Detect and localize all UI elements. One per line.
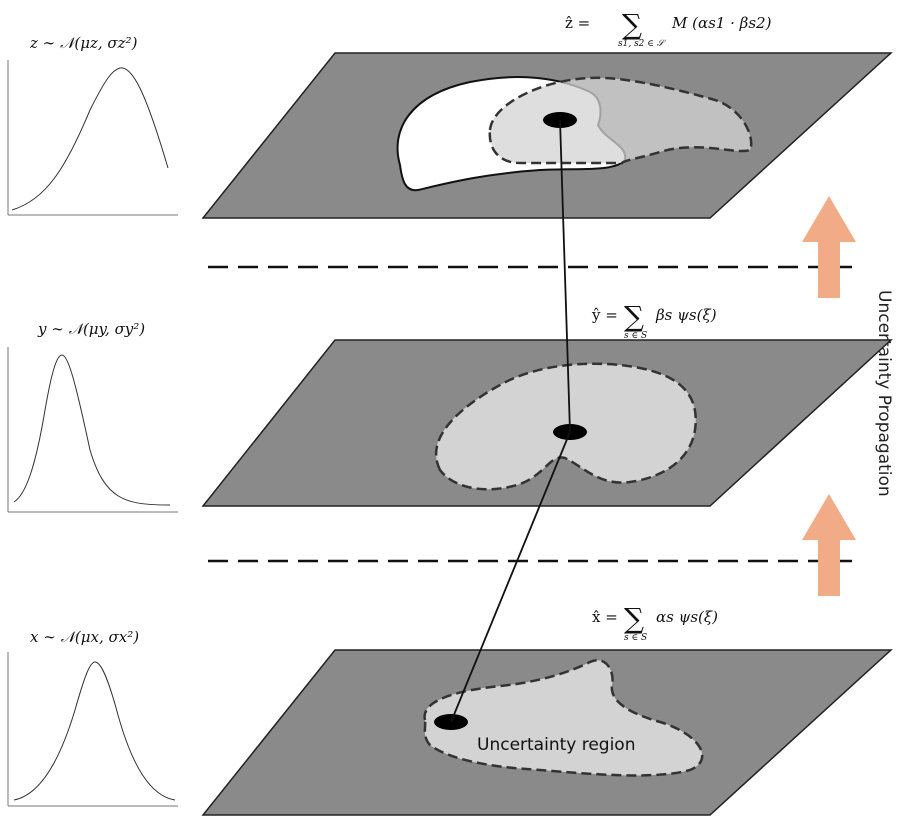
eq-y-sum: ∑ (624, 300, 644, 333)
propagation-arrow-bottom (802, 494, 856, 596)
region-bottom (423, 659, 704, 777)
plane-bottom: Uncertainty region (201, 649, 893, 816)
uncertainty-propagation-label: Uncertainty Propagation (874, 290, 894, 497)
plot-y-curve (13, 354, 171, 506)
eq-x-sub: s ∈ S (624, 633, 647, 643)
plane-top (201, 52, 893, 219)
eq-z-lhs: ẑ = (565, 14, 590, 32)
eq-y-rhs: βs ψs(ξ) (655, 306, 717, 324)
link-top-middle (559, 119, 571, 433)
eq-y-sub: s ∈ S (624, 331, 647, 341)
eq-x-sum: ∑ (624, 602, 644, 635)
eq-z-sub: s1, s2 ∈ 𝒮 (618, 39, 667, 49)
propagation-arrow-top (802, 196, 856, 298)
eq-x-lhs: x̂ = (592, 608, 618, 626)
plot-x: x ∼ 𝒩(μx, σx²) (7, 628, 178, 807)
eq-z-rhs: M (αs1 · βs2) (671, 14, 772, 32)
link-middle-bottom (450, 431, 571, 723)
plane-middle (201, 339, 893, 507)
plot-z: z ∼ 𝒩(μz, σz²) (7, 34, 178, 216)
dist-label-y: y ∼ 𝒩(μy, σy²) (37, 320, 145, 338)
eq-x-rhs: αs ψs(ξ) (656, 608, 718, 626)
plot-z-curve (11, 67, 169, 211)
uncertainty-region-label: Uncertainty region (477, 735, 636, 755)
dist-label-x: x ∼ 𝒩(μx, σx²) (30, 628, 139, 646)
eq-y-lhs: ŷ = (591, 306, 618, 324)
equation-x-hat: x̂ = ∑ s ∈ S αs ψs(ξ) (592, 602, 718, 643)
equation-y-hat: ŷ = ∑ s ∈ S βs ψs(ξ) (591, 300, 717, 341)
eq-z-sum: ∑ (622, 8, 642, 41)
region-top-grey (488, 76, 753, 165)
dist-label-z: z ∼ 𝒩(μz, σz²) (29, 34, 138, 52)
plot-x-curve (13, 661, 176, 801)
equation-z-hat: ẑ = ∑ s1, s2 ∈ 𝒮 M (αs1 · βs2) (565, 8, 772, 49)
plot-y: y ∼ 𝒩(μy, σy²) (7, 320, 178, 513)
